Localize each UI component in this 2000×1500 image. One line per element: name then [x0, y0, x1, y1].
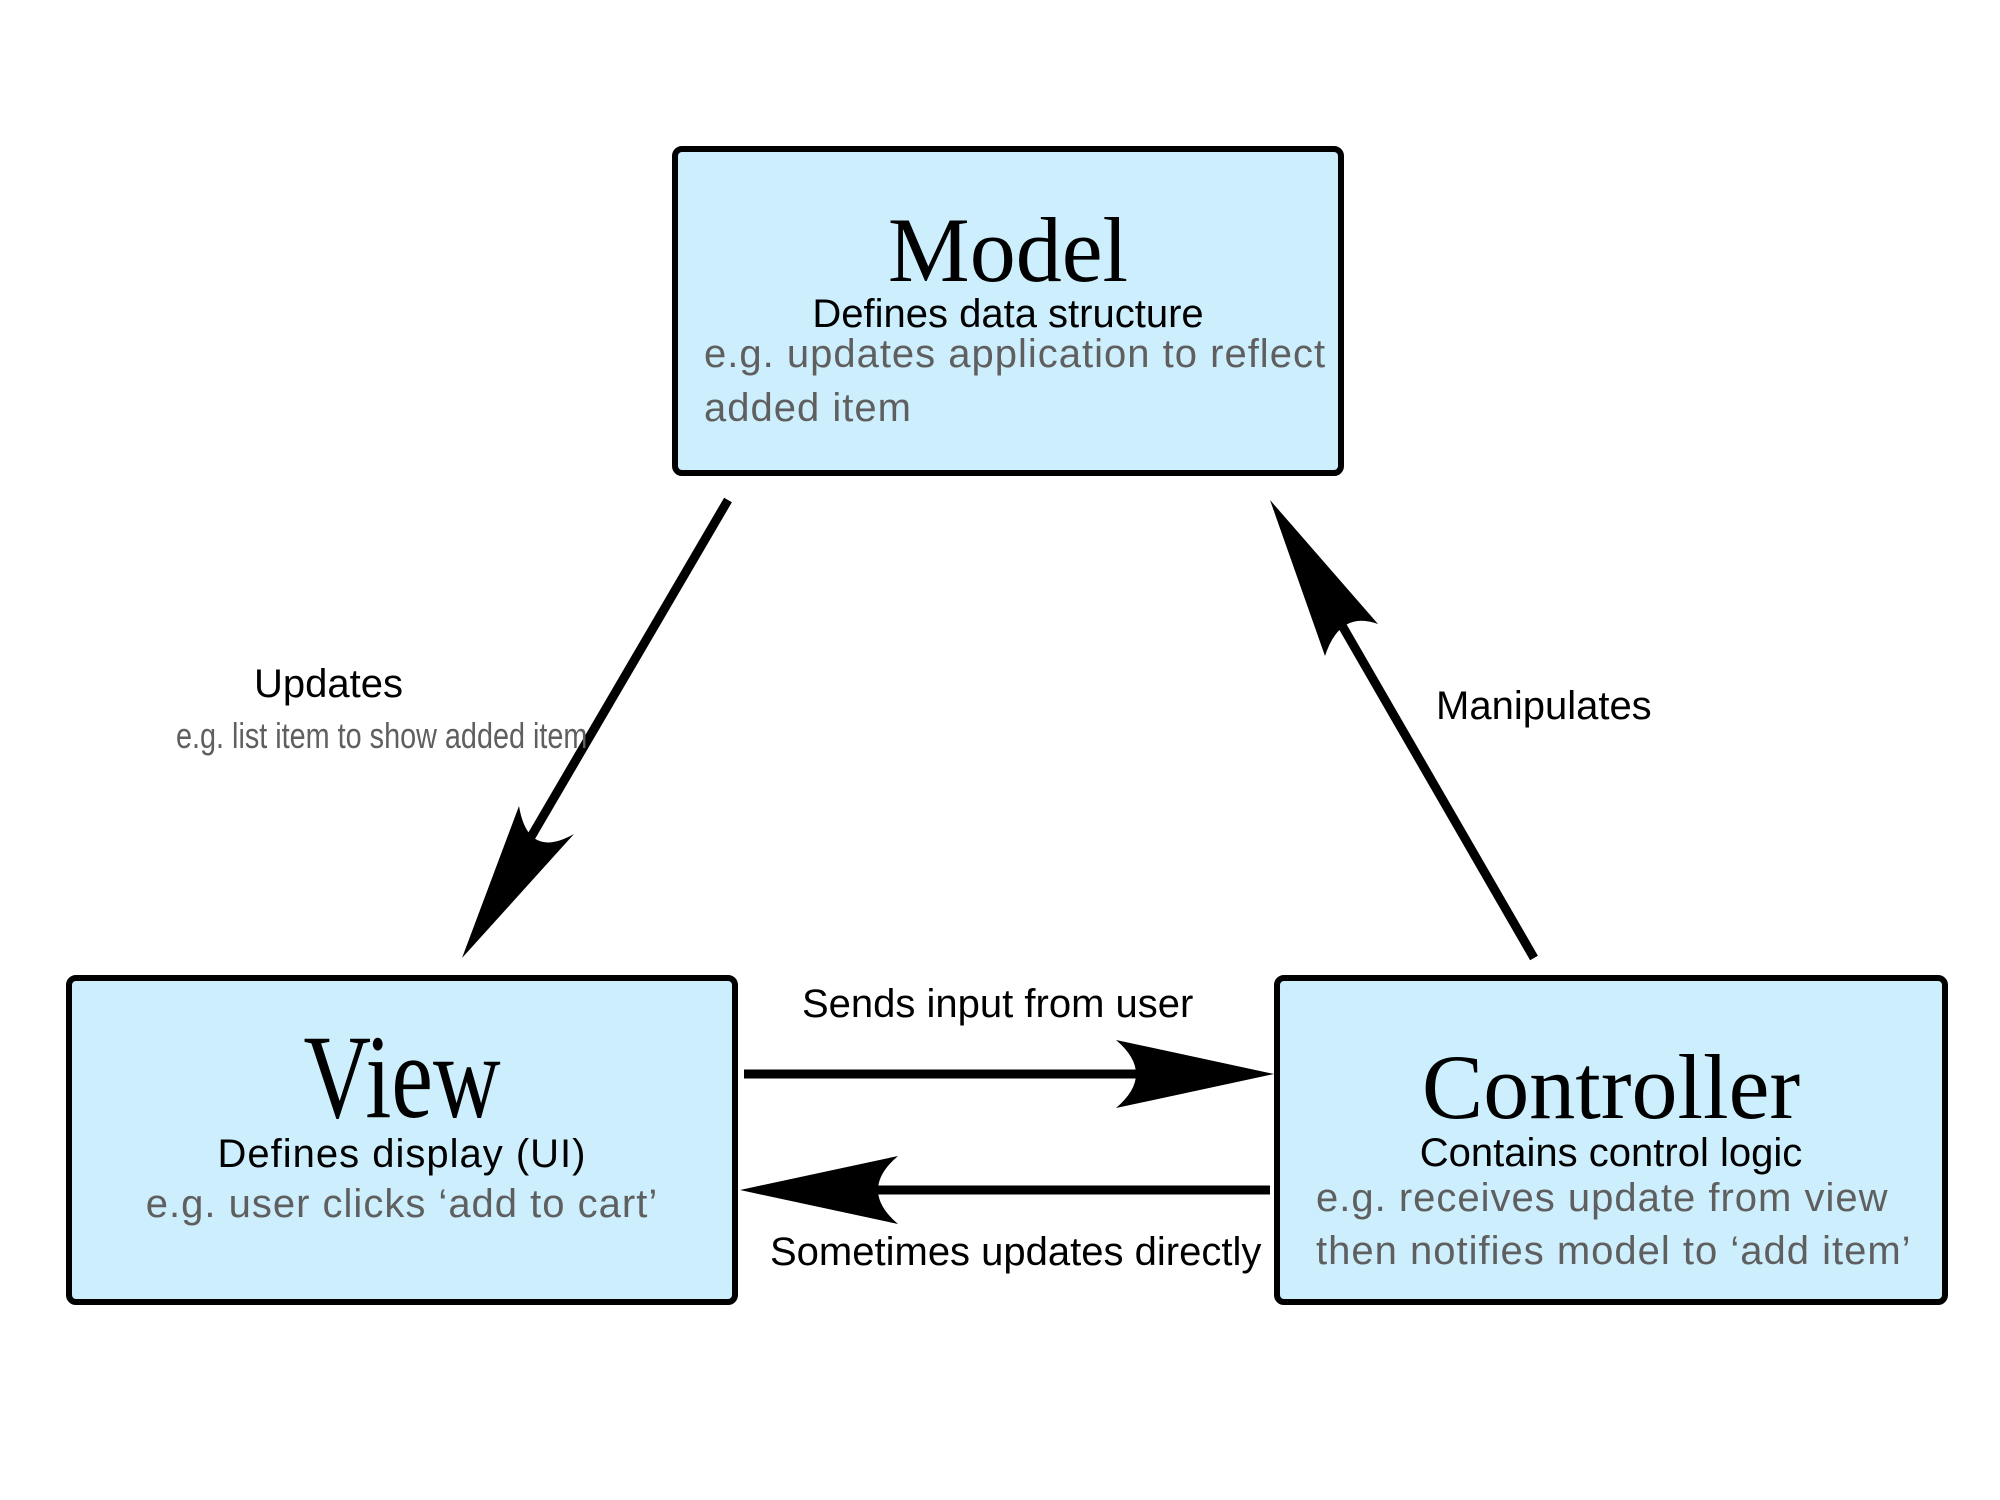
controller-example-line1: e.g. receives update from view: [1316, 1176, 1889, 1220]
edge-label-updates: Updates: [254, 662, 403, 706]
controller-title: Controller: [1421, 1036, 1801, 1138]
model-subtitle: Defines data structure: [812, 292, 1204, 336]
arrow-model-to-view-head: [462, 806, 574, 958]
arrow-model-to-view-line: [510, 497, 732, 869]
edge-label-manipulates: Manipulates: [1436, 684, 1652, 728]
view-example: e.g. user clicks ‘add to cart’: [145, 1182, 659, 1226]
arrow-controller-to-model: [1270, 500, 1538, 961]
edge-label-sends-input: Sends input from user: [802, 982, 1194, 1026]
edge-note-updates: e.g. list item to show added item: [176, 715, 588, 756]
model-example-line1: e.g. updates application to reflect: [704, 332, 1327, 376]
view-box: View Defines display (UI) e.g. user clic…: [66, 975, 738, 1305]
edge-label-sometimes-updates: Sometimes updates directly: [770, 1230, 1262, 1274]
arrow-controller-to-model-head: [1270, 500, 1378, 656]
model-example-line2: added item: [704, 386, 912, 430]
arrow-controller-to-view: [740, 1156, 1270, 1224]
model-title: Model: [887, 199, 1129, 301]
view-subtitle: Defines display (UI): [217, 1132, 587, 1176]
view-title: View: [303, 1010, 501, 1143]
arrow-model-to-view: [462, 497, 732, 958]
arrow-view-to-controller: [744, 1040, 1274, 1108]
controller-subtitle: Contains control logic: [1419, 1131, 1803, 1175]
arrow-controller-to-view-head: [740, 1156, 898, 1224]
controller-box: Controller Contains control logic e.g. r…: [1274, 975, 1948, 1305]
arrow-view-to-controller-head: [1116, 1040, 1274, 1108]
arrow-controller-to-model-line: [1336, 619, 1538, 961]
model-box: Model Defines data structure e.g. update…: [672, 146, 1344, 476]
controller-example-line2: then notifies model to ‘add item’: [1316, 1229, 1912, 1273]
